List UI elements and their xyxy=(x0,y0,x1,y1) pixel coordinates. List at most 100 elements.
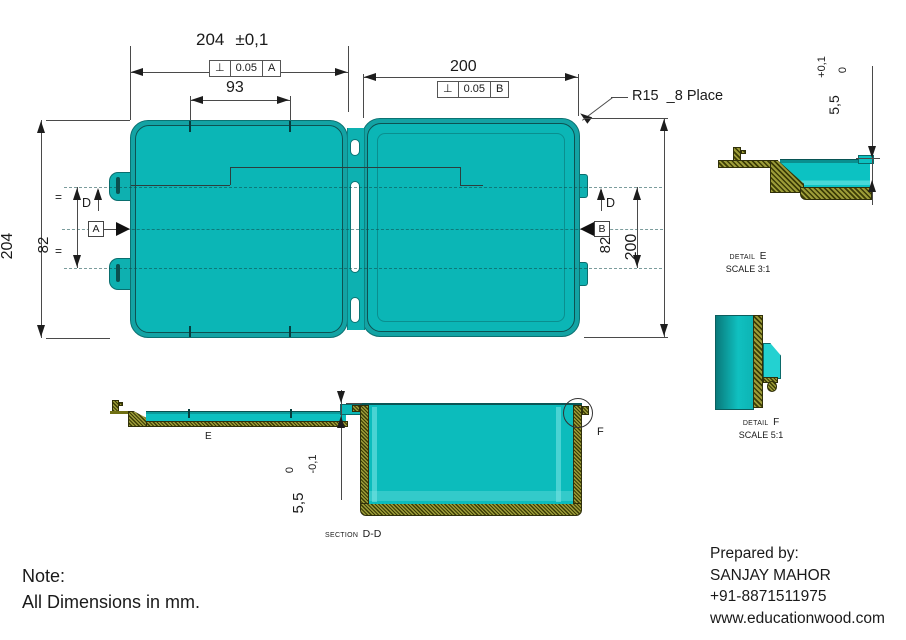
dim-arrow xyxy=(37,121,45,133)
detail-e-dim-text: 5,5 xyxy=(826,95,842,115)
dim-text-200-top: 200 xyxy=(450,58,477,75)
section-letter: D-D xyxy=(362,528,382,540)
extension-line xyxy=(584,118,668,119)
extension-line xyxy=(584,337,668,338)
note-body: All Dimensions in mm. xyxy=(22,592,201,612)
detail-label: DETAIL xyxy=(729,254,756,261)
datum-b-box: B xyxy=(594,221,610,237)
base-panel xyxy=(362,118,580,337)
dim-line-204-v xyxy=(41,120,42,338)
prepared-phone: +91-8871511975 xyxy=(710,588,827,605)
section-dim-text: 5,5 xyxy=(290,492,307,514)
dim-arrow xyxy=(37,325,45,337)
detail-e-rim-step xyxy=(858,155,874,164)
section-line xyxy=(230,167,231,185)
base-panel-surface xyxy=(367,123,575,332)
dim-arrow xyxy=(364,73,376,81)
base-section-left-wall xyxy=(360,405,369,509)
prepared-title: Prepared by: xyxy=(710,545,799,562)
detail-scale: SCALE 5:1 xyxy=(738,430,784,440)
dim-arrow xyxy=(868,146,876,158)
section-tol-lower: -0,1 xyxy=(307,454,319,474)
dim-arrow xyxy=(337,391,345,403)
extension-line xyxy=(346,403,362,404)
dim-arrow xyxy=(73,255,81,267)
lid-section-flange xyxy=(110,411,132,414)
dim-line-82-right xyxy=(637,187,638,268)
leader-line xyxy=(611,97,628,98)
note-title: Note: xyxy=(22,566,66,586)
hinge-slot xyxy=(350,139,360,156)
section-line xyxy=(131,185,230,186)
gdt-datum-ref: A xyxy=(262,61,280,76)
datum-a-triangle xyxy=(116,222,130,236)
equals-symbol: = xyxy=(55,190,63,204)
detail-e-tol-lower: 0 xyxy=(837,66,849,74)
dim-text-82-right: 82 xyxy=(597,236,614,254)
base-section-rim-lip xyxy=(352,405,360,412)
lid-section-tick xyxy=(290,409,292,418)
section-line xyxy=(230,167,460,168)
extension-line xyxy=(130,46,131,120)
section-line xyxy=(460,167,461,185)
base-section-cavity xyxy=(369,405,573,504)
datum-a-box: A xyxy=(88,221,104,237)
detail-f-wall xyxy=(715,315,754,410)
dim-tolerance: ±0,1 xyxy=(235,30,269,49)
dim-line-200-v xyxy=(664,118,665,337)
lid-section-skin xyxy=(146,411,346,422)
dim-arrow xyxy=(335,68,347,76)
prepared-site: www.educationwood.com xyxy=(710,609,885,627)
prepared-by-block: Prepared by: SANJAY MAHOR +91-8871511975… xyxy=(710,543,885,629)
extension-line xyxy=(578,74,579,116)
detail-e-flange-section xyxy=(718,160,778,168)
base-section xyxy=(352,403,589,516)
lid-latch-tab-slot xyxy=(116,177,120,194)
section-label: SECTION xyxy=(325,532,359,539)
detail-f-wall-section xyxy=(753,315,763,408)
detail-f-callout-label: F xyxy=(597,426,604,438)
dim-line-section xyxy=(341,390,342,500)
edge-tick xyxy=(189,326,191,337)
dim-line-82-left xyxy=(77,187,78,268)
base-section-wall-highlight xyxy=(556,407,561,502)
section-tol-upper: 0 xyxy=(284,466,296,474)
extension-line xyxy=(348,46,349,112)
dim-arrow xyxy=(337,416,345,428)
section-arrow-head xyxy=(94,188,102,200)
base-panel-inner-wall-outline xyxy=(377,133,565,322)
lid-section-hook-lip xyxy=(119,402,123,406)
edge-tick xyxy=(189,121,191,132)
hinge-slot xyxy=(350,297,360,323)
dim-arrow xyxy=(565,73,577,81)
prepared-name: SANJAY MAHOR xyxy=(710,566,831,584)
hinge-slot xyxy=(350,181,360,273)
detail-f-latch-wedge xyxy=(763,343,781,379)
section-arrow-stem xyxy=(601,190,602,211)
lid-latch-tab-slot xyxy=(116,264,120,282)
gdt-perpendicularity-symbol: ⊥ xyxy=(215,62,225,74)
detail-label: DETAIL xyxy=(742,420,769,427)
base-section-floor-highlight xyxy=(369,491,573,501)
dim-value: 204 xyxy=(196,30,225,49)
detail-e-hook-lip xyxy=(741,150,746,154)
detail-letter: E xyxy=(759,251,767,262)
base-section-top-edge xyxy=(360,403,582,405)
section-title: SECTION D-D xyxy=(325,524,381,542)
dim-arrow xyxy=(660,119,668,131)
extension-line xyxy=(190,96,191,120)
edge-tick xyxy=(289,326,291,337)
lid-section-tick xyxy=(188,409,190,418)
dim-arrow xyxy=(73,188,81,200)
extension-line xyxy=(290,96,291,120)
dim-text-200-v: 200 xyxy=(623,233,640,261)
gdt-perpendicularity-symbol: ⊥ xyxy=(443,83,453,95)
extension-line xyxy=(46,338,110,339)
radius-callout-text: R15 _8 Place xyxy=(632,88,724,104)
dim-text-93: 93 xyxy=(226,79,244,96)
section-arrow-label: D xyxy=(82,196,92,210)
gdt-datum-ref: B xyxy=(490,82,508,97)
detail-letter: F xyxy=(773,417,780,428)
extension-line xyxy=(46,120,130,121)
